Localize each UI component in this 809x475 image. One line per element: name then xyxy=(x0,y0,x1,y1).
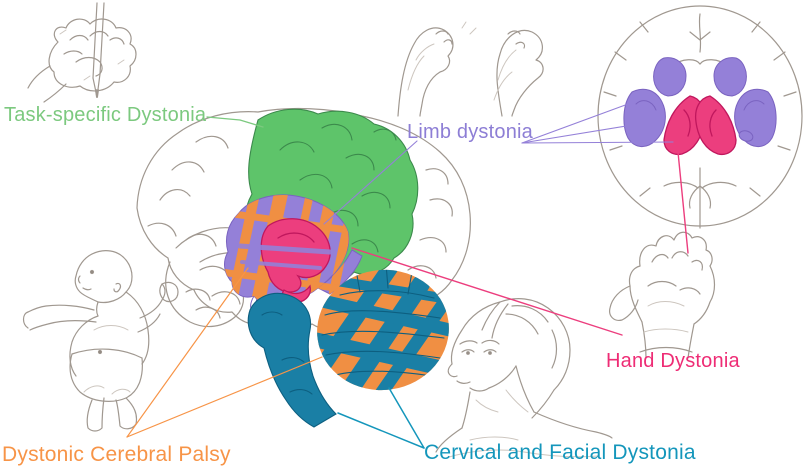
leader-hand xyxy=(351,141,689,336)
cerebellum-teal-plaid xyxy=(309,261,457,399)
baby-sketch xyxy=(22,250,179,432)
basal-ganglia-region xyxy=(224,194,363,318)
writing-hand-sketch xyxy=(27,2,137,103)
label-limb-dystonia: Limb dystonia xyxy=(407,121,533,143)
label-hand-dystonia: Hand Dystonia xyxy=(606,350,740,372)
feet-sketch xyxy=(397,21,544,117)
label-cervical-facial-dystonia: Cervical and Facial Dystonia xyxy=(424,441,696,464)
leader-lines xyxy=(126,96,689,449)
leader-cervical-facial xyxy=(337,387,425,449)
clawed-hand-sketch xyxy=(609,231,716,359)
label-dystonic-cerebral-palsy: Dystonic Cerebral Palsy xyxy=(2,443,231,466)
axial-thalamus-pink xyxy=(663,95,737,156)
purple-fiber-lines xyxy=(237,243,333,270)
axial-midline-details xyxy=(603,13,797,229)
axial-basal-ganglia-purple xyxy=(623,57,777,147)
cerebellum-fissures xyxy=(321,263,445,377)
leader-cerebral-palsy xyxy=(126,267,323,438)
tilted-head-sketch xyxy=(435,298,613,459)
brainstem-region xyxy=(247,292,337,428)
axial-brain-section xyxy=(597,5,803,229)
cerebellum-region xyxy=(309,261,457,399)
leader-task-specific xyxy=(206,116,264,128)
leader-limb xyxy=(323,96,674,225)
label-task-specific-dystonia: Task-specific Dystonia xyxy=(4,104,207,126)
